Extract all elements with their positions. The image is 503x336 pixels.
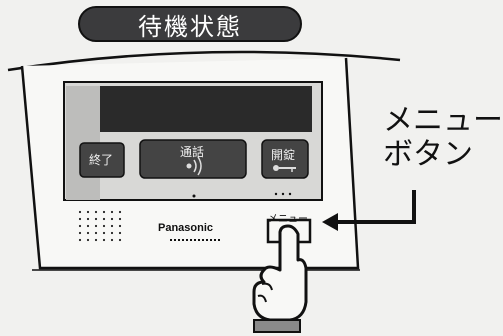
menu-button-label: メニュー: [268, 214, 308, 225]
status-title: 待機状態: [138, 12, 242, 41]
key-icon: [273, 165, 296, 172]
hand-pointer-icon: [252, 224, 308, 333]
unlock-button[interactable]: [261, 139, 309, 179]
end-button[interactable]: [79, 142, 125, 178]
callout-line-1: メニュー: [383, 103, 503, 138]
talk-button[interactable]: [139, 139, 247, 179]
talk-button-label: 通話: [180, 145, 205, 159]
end-button-label: 終了: [89, 153, 114, 167]
status-title-banner: 待機状態: [78, 6, 302, 42]
arrow-left-icon: [322, 190, 416, 231]
sound-wave-icon: [186, 156, 202, 176]
unlock-button-label: 開錠: [271, 148, 296, 162]
brand-logo: Panasonic: [158, 222, 214, 234]
callout-line-2: ボタン: [383, 137, 473, 172]
menu-button-callout: メニュー ボタン: [383, 104, 503, 172]
speaker-grille-icon: [78, 210, 122, 242]
